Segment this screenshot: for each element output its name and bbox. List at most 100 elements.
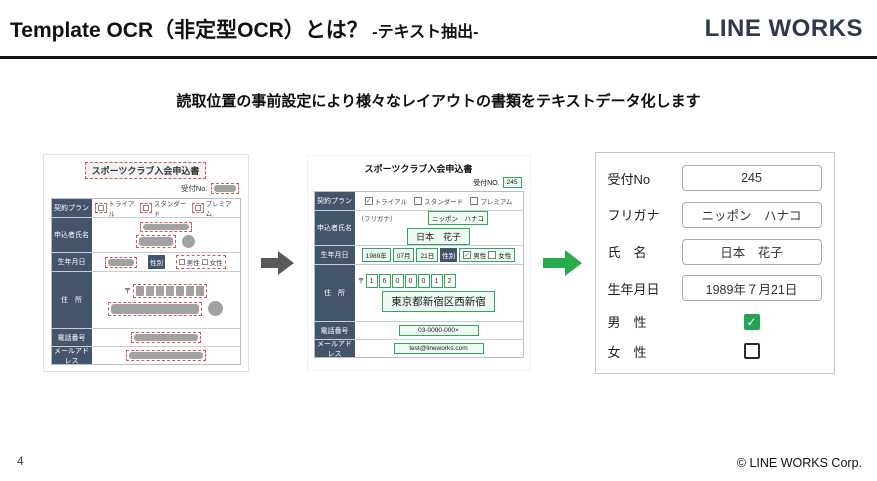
template-label-gender: 性別 bbox=[148, 255, 165, 269]
filled-label-gender: 性別 bbox=[440, 248, 458, 262]
filled-label-phone: 電話番号 bbox=[314, 322, 355, 339]
filled-label-name: 申込者氏名 bbox=[314, 211, 355, 245]
male-result-checkbox[interactable] bbox=[743, 313, 760, 330]
result-value-field[interactable]: 1989年７月21日 bbox=[681, 275, 822, 302]
filled-receipt-label: 受付NO. bbox=[473, 179, 500, 187]
postal-digit-field[interactable]: 6 bbox=[378, 274, 391, 288]
male-option-label: 男性 bbox=[186, 260, 200, 267]
birth-year-field[interactable]: 1989年 bbox=[361, 248, 391, 262]
postal-digit-field[interactable]: 0 bbox=[391, 274, 404, 288]
read-area: 男性 女性 bbox=[175, 255, 226, 269]
address-value-field[interactable]: 東京都新宿区西新宿 bbox=[382, 291, 495, 312]
filled-label-birth: 生年月日 bbox=[314, 246, 355, 264]
result-label: フリガナ bbox=[607, 208, 660, 224]
name-value-field[interactable]: 日本 花子 bbox=[406, 228, 470, 245]
checkbox-standard[interactable] bbox=[414, 197, 423, 205]
filled-row-phone: 電話番号 03-0000-000× bbox=[314, 321, 523, 339]
plan-option-label: スタンダード bbox=[424, 199, 464, 206]
template-label-plan: 契約プラン bbox=[51, 199, 92, 217]
checkbox-icon bbox=[178, 259, 185, 265]
checkbox-premium[interactable] bbox=[470, 197, 479, 205]
template-form-table: 契約プラン トライアル スタンダード プレミアム 申込者氏名 bbox=[50, 198, 241, 365]
plan-option[interactable]: トライアル bbox=[364, 196, 407, 206]
redacted-blob bbox=[108, 258, 135, 266]
flow-arrow-green-icon bbox=[542, 248, 583, 278]
ocr-flow: スポーツクラブ入会申込書 受付No. 契約プラン トライアル スタンダード プレ… bbox=[0, 152, 877, 374]
page-number: 4 bbox=[17, 454, 24, 468]
read-area bbox=[105, 256, 138, 268]
receipt-read-area bbox=[210, 183, 239, 194]
filled-row-plan: 契約プラン トライアル スタンダード プレミアム bbox=[314, 192, 523, 210]
postal-digit-field[interactable]: 1 bbox=[365, 274, 378, 288]
checkbox-icon bbox=[201, 259, 208, 265]
female-result-checkbox[interactable] bbox=[743, 343, 760, 360]
phone-value-field[interactable]: 03-0000-000× bbox=[398, 325, 479, 336]
postal-mark: 〒 bbox=[357, 278, 365, 285]
male-checkbox[interactable] bbox=[463, 251, 472, 259]
birth-month-field[interactable]: 07月 bbox=[392, 248, 415, 262]
read-area bbox=[139, 222, 192, 232]
template-form-title: スポーツクラブ入会申込書 bbox=[84, 162, 207, 179]
copyright-text: © LINE WORKS Corp. bbox=[736, 456, 862, 470]
postal-digit-field[interactable]: 0 bbox=[417, 274, 430, 288]
template-receipt-label: 受付No. bbox=[180, 184, 208, 193]
plan-option-label: スタンダード bbox=[153, 201, 187, 218]
result-value-field[interactable]: ニッポン ハナコ bbox=[681, 201, 822, 228]
redacted-blob bbox=[186, 286, 194, 296]
redacted-blob bbox=[111, 303, 199, 314]
template-row-name: 申込者氏名 bbox=[51, 217, 240, 252]
plan-option-label: プレミアム bbox=[480, 199, 513, 206]
female-checkbox[interactable] bbox=[488, 251, 497, 259]
result-row: 生年月日 1989年７月21日 bbox=[608, 275, 822, 302]
postal-digit-field[interactable]: 0 bbox=[404, 274, 417, 288]
redacted-blob bbox=[133, 334, 198, 341]
email-value-field[interactable]: test@lineworks.com bbox=[393, 343, 484, 354]
postal-digit-field[interactable]: 1 bbox=[430, 274, 443, 288]
checkbox-icon bbox=[142, 205, 149, 211]
result-label: 男 性 bbox=[607, 315, 647, 331]
postal-mark: 〒 bbox=[124, 288, 131, 295]
checkbox-icon bbox=[194, 205, 201, 211]
gender-field: 男性 女性 bbox=[459, 248, 516, 262]
result-value-field[interactable]: 日本 花子 bbox=[681, 238, 822, 265]
read-area bbox=[133, 284, 207, 298]
read-area bbox=[136, 235, 176, 248]
slide-subtitle: 読取位置の事前設定により様々なレイアウトの書類をテキストデータ化します bbox=[176, 93, 701, 110]
result-value-field[interactable]: 245 bbox=[681, 165, 822, 191]
checkbox-icon bbox=[97, 205, 104, 211]
template-row-plan: 契約プラン トライアル スタンダード プレミアム bbox=[51, 198, 240, 218]
filled-row-name: 申込者氏名 （フリガナ） ニッポン ハナコ 日本 花子 bbox=[314, 210, 523, 245]
postal-digit-field[interactable]: 2 bbox=[443, 274, 456, 288]
filled-label-email: メールアドレス bbox=[314, 340, 355, 358]
furigana-label: （フリガナ） bbox=[357, 216, 397, 223]
template-label-birth: 生年月日 bbox=[51, 253, 92, 271]
plan-option[interactable]: スタンダード bbox=[414, 196, 463, 206]
result-row: フリガナ ニッポン ハナコ bbox=[607, 201, 822, 228]
result-row: 受付No 245 bbox=[608, 165, 822, 191]
template-label-name: 申込者氏名 bbox=[51, 218, 92, 252]
page-title-main: Template OCR（非定型OCR）とは？ bbox=[10, 19, 368, 42]
stamp-blob bbox=[208, 301, 223, 316]
read-area bbox=[125, 350, 206, 361]
read-area bbox=[191, 203, 204, 213]
read-area bbox=[94, 203, 107, 213]
filled-label-address: 住 所 bbox=[314, 265, 355, 321]
birth-day-field[interactable]: 21日 bbox=[416, 248, 439, 262]
redacted-blob bbox=[136, 286, 144, 296]
redacted-blob bbox=[176, 286, 184, 296]
receipt-value-field[interactable]: 245 bbox=[502, 177, 522, 188]
plan-option: スタンダード bbox=[139, 198, 192, 218]
female-option-label: 女性 bbox=[209, 260, 223, 267]
redacted-blob bbox=[213, 185, 236, 192]
redacted-blob bbox=[166, 286, 174, 296]
checkbox-trial[interactable] bbox=[364, 197, 373, 205]
result-label: 女 性 bbox=[607, 344, 647, 360]
read-area bbox=[108, 301, 202, 316]
template-label-address: 住 所 bbox=[51, 272, 92, 328]
plan-option: プレミアム bbox=[191, 198, 237, 218]
redacted-blob bbox=[196, 286, 204, 296]
result-label: 受付No bbox=[607, 171, 651, 187]
plan-option[interactable]: プレミアム bbox=[470, 196, 512, 206]
furigana-value-field[interactable]: ニッポン ハナコ bbox=[428, 211, 488, 225]
